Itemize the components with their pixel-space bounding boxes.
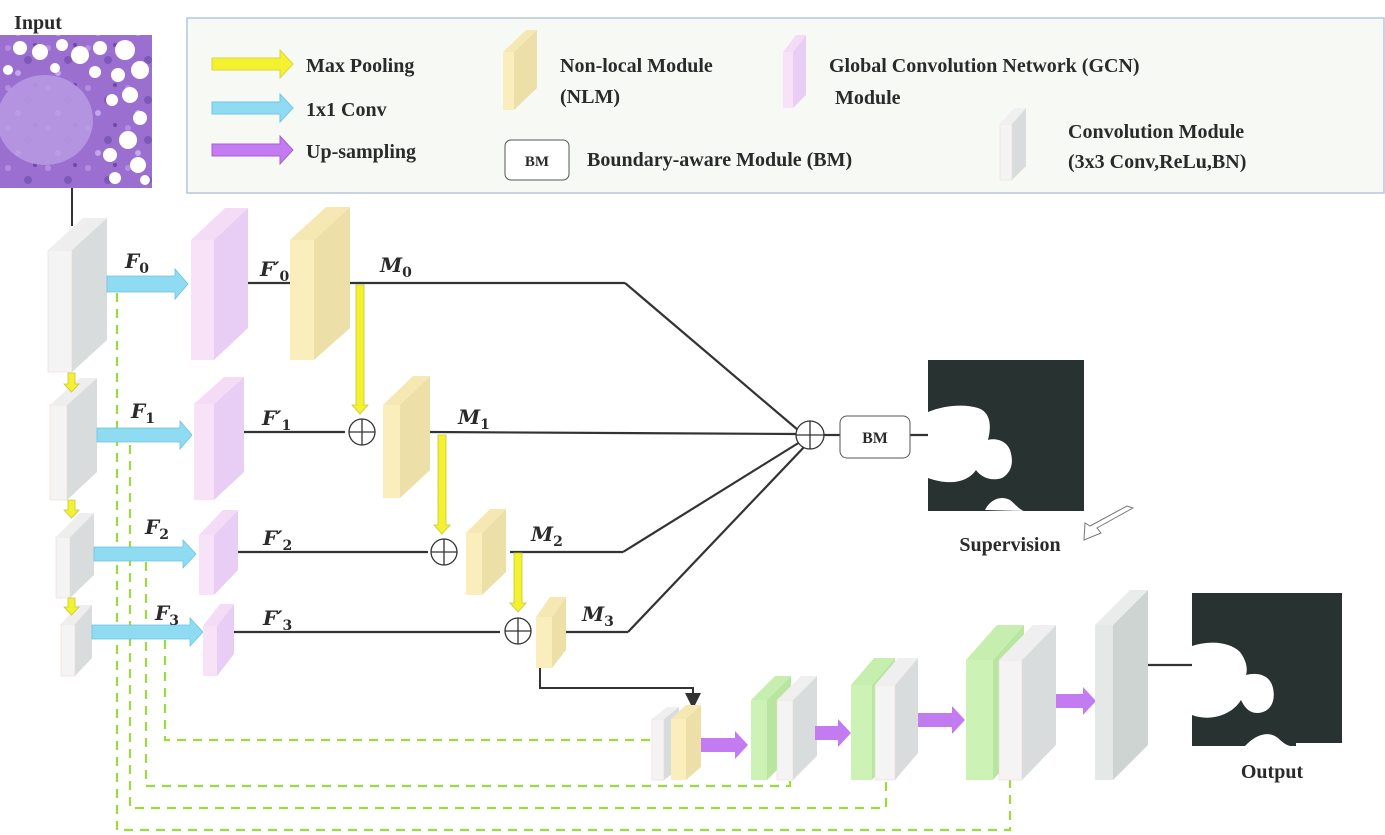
conv1x1-arrow-icon bbox=[93, 538, 197, 570]
final-conv-block bbox=[1095, 590, 1148, 780]
gcn-block-3 bbox=[203, 604, 234, 676]
supervision-arrow-icon bbox=[1083, 505, 1135, 541]
legend-nlm-label-line1: Non-local Module bbox=[560, 55, 713, 77]
max-pooling-arrow-icon bbox=[351, 284, 369, 415]
gcn-block-1 bbox=[194, 377, 244, 500]
legend-nlm-label-line2: (NLM) bbox=[560, 86, 620, 108]
upsampling-arrow-icon bbox=[211, 134, 294, 166]
decoder-stage-2 bbox=[851, 658, 918, 781]
m3-to-decoder-connector bbox=[539, 665, 701, 709]
legend-conv-label-line1: Convolution Module bbox=[1068, 121, 1244, 143]
label-F2: F2 bbox=[144, 515, 169, 543]
conv1x1-arrow-icon bbox=[96, 419, 193, 451]
legend-max-pooling-label: Max Pooling bbox=[306, 55, 414, 77]
conv1x1-arrow-icon bbox=[211, 92, 294, 124]
conv1x1-arrow-icon bbox=[106, 267, 189, 301]
sum-node-2-icon bbox=[430, 538, 458, 566]
encoder-block-2 bbox=[55, 513, 94, 599]
input-image bbox=[0, 35, 152, 188]
max-pooling-arrow-icon bbox=[433, 434, 451, 535]
encoder-block-3 bbox=[60, 605, 92, 677]
encoder-block-1 bbox=[49, 378, 97, 501]
feature-lines bbox=[234, 281, 1192, 667]
encoder-block-0 bbox=[47, 218, 107, 373]
input-label: Input bbox=[14, 12, 62, 34]
label-M0: M0 bbox=[379, 253, 412, 281]
nlm-block-3 bbox=[536, 597, 566, 668]
max-pooling-arrow-icon bbox=[63, 499, 80, 519]
label-M2: M2 bbox=[530, 522, 563, 550]
upsampling-arrow-icon bbox=[815, 719, 851, 747]
skip-connection-3 bbox=[163, 640, 652, 742]
label-Fprime3: F′3 bbox=[262, 606, 292, 634]
upsampling-arrow-icon bbox=[1056, 687, 1096, 715]
sum-node-final-icon bbox=[795, 420, 825, 450]
label-M1: M1 bbox=[457, 405, 490, 433]
max-pooling-arrow-icon bbox=[63, 372, 80, 393]
label-Fprime0: F′0 bbox=[259, 257, 289, 285]
label-Fprime1: F′1 bbox=[261, 406, 291, 434]
label-M3: M3 bbox=[581, 602, 614, 630]
nlm-block-2 bbox=[466, 509, 506, 595]
decoder-stage-3 bbox=[966, 625, 1056, 781]
max-pooling-arrow-icon bbox=[509, 552, 527, 613]
label-Fprime2: F′2 bbox=[262, 526, 292, 554]
legend-gcn-label-line2: Module bbox=[835, 87, 901, 109]
encoder-max-pooling-arrows bbox=[63, 372, 80, 616]
label-F0: F0 bbox=[124, 249, 149, 277]
sum-node-1-icon bbox=[348, 418, 376, 446]
legend-upsampling-label: Up-sampling bbox=[306, 141, 416, 163]
skip-connection-2 bbox=[144, 562, 792, 788]
legend: Max Pooling 1x1 Conv Up-sampling Non-loc… bbox=[186, 17, 1385, 194]
bm-module-label: BM bbox=[862, 430, 888, 447]
decoder-stage-1 bbox=[751, 676, 817, 781]
bm-legend-box-icon bbox=[504, 139, 570, 181]
max-pooling-arrow-icon bbox=[211, 48, 294, 80]
gcn-block-0 bbox=[191, 208, 248, 360]
max-pooling-arrow-icon bbox=[63, 597, 80, 616]
legend-bm-label: Boundary-aware Module (BM) bbox=[587, 149, 852, 171]
sum-node-3-icon bbox=[504, 617, 532, 645]
output-mask-image bbox=[1192, 593, 1342, 746]
conv1x1-arrow-icon bbox=[91, 616, 204, 648]
legend-conv1x1-label: 1x1 Conv bbox=[306, 99, 387, 121]
nlm-block-0 bbox=[290, 207, 350, 360]
decoder-stage-0 bbox=[651, 705, 701, 781]
legend-conv-label-line2: (3x3 Conv,ReLu,BN) bbox=[1068, 151, 1246, 173]
bm-module-box bbox=[839, 415, 911, 459]
gcn-block-icon bbox=[783, 35, 806, 108]
supervision-label: Supervision bbox=[959, 534, 1060, 556]
nlm-block-1 bbox=[383, 376, 430, 498]
conv-block-icon bbox=[999, 108, 1026, 181]
supervision-mask-image bbox=[928, 360, 1084, 511]
upsampling-arrow-icon bbox=[701, 731, 748, 759]
gcn-block-2 bbox=[199, 510, 238, 595]
nlm-block-icon bbox=[503, 30, 537, 110]
label-F1: F1 bbox=[130, 399, 155, 427]
skip-connection-0 bbox=[115, 293, 1012, 832]
label-F3: F3 bbox=[154, 601, 179, 629]
upsampling-arrow-icon bbox=[918, 706, 965, 734]
output-label: Output bbox=[1241, 761, 1304, 783]
conv1x1-arrows bbox=[91, 267, 204, 648]
bm-legend-box-label: BM bbox=[525, 154, 549, 170]
legend-gcn-label-line1: Global Convolution Network (GCN) bbox=[829, 55, 1140, 77]
